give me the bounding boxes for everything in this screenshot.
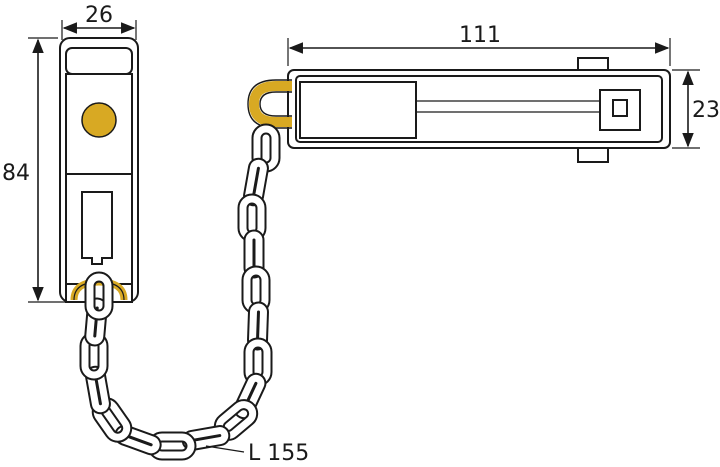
track-left-block xyxy=(299,81,417,139)
chain-link-fill xyxy=(86,299,106,345)
screw-head-icon xyxy=(81,102,117,138)
chain-link xyxy=(84,271,114,321)
leader-line xyxy=(205,445,245,453)
chain-link xyxy=(84,297,108,347)
dimension-chain-length: L 155 xyxy=(205,441,309,466)
left-mounting-plate xyxy=(59,37,139,303)
brass-hook-loop xyxy=(248,81,292,127)
brass-hook-outline-inner xyxy=(259,91,292,117)
plate-top-cap xyxy=(65,47,133,75)
slide-knob-center xyxy=(612,99,628,117)
keyhole-slot xyxy=(81,191,113,265)
chain-link xyxy=(233,372,267,420)
chain-link-fill xyxy=(235,374,265,418)
dim-label-111: 111 xyxy=(459,23,501,48)
dim-label-84: 84 xyxy=(2,161,30,186)
dim-label-chain: L 155 xyxy=(248,441,309,466)
slide-track-assembly xyxy=(247,57,671,163)
dimension-height-84: 84 xyxy=(2,37,66,303)
chain xyxy=(79,123,281,461)
dimension-width-26: 26 xyxy=(61,3,137,40)
dim-label-23: 23 xyxy=(692,98,720,123)
dim-label-26: 26 xyxy=(85,3,113,28)
dimension-height-23: 23 xyxy=(672,69,720,149)
chain-link-fill xyxy=(86,273,112,319)
dimension-length-111: 111 xyxy=(287,23,671,66)
track-stop-bottom xyxy=(577,147,609,163)
